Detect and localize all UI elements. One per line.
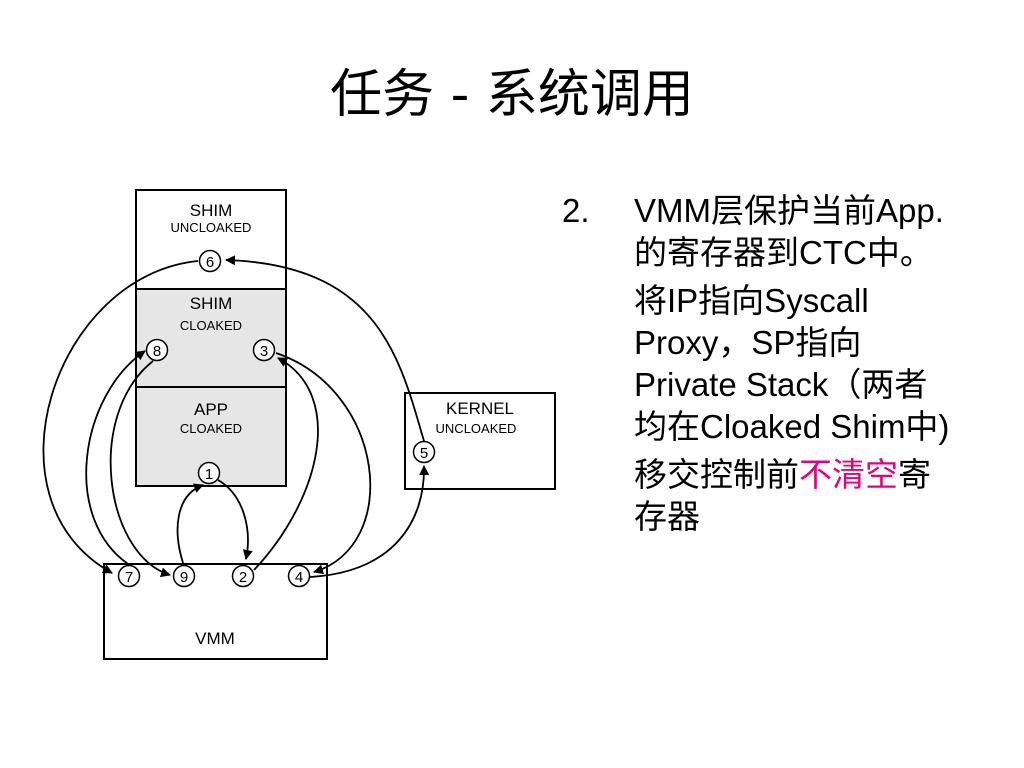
item-line-2: 的寄存器到CTC中。 [634,234,933,271]
para3-line-2: 存器 [634,498,700,535]
shim-cloaked-box: SHIM CLOAKED [135,288,287,388]
shim-uncloaked-name: SHIM [190,201,233,220]
arrow-9-to-1 [176,483,204,567]
svg-text:6: 6 [206,254,214,271]
step-7-marker: 7 [117,564,141,588]
list-item-body: VMM层保护当前App. 的寄存器到CTC中。 [634,190,1022,274]
svg-text:9: 9 [180,569,188,586]
step-6-marker: 6 [198,249,222,273]
flow-arrows [42,255,430,578]
step-4-marker: 4 [287,564,311,588]
arrow-8-to-9 [109,360,171,578]
arrow-7-to-8 [85,350,146,567]
step-5-marker: 5 [412,440,436,464]
step-9-marker: 9 [172,564,196,588]
shim-cloaked-name: SHIM [190,294,233,313]
svg-text:3: 3 [260,343,268,360]
vmm-name: VMM [195,629,235,648]
para2-line-1: 将IP指向Syscall [634,282,869,319]
para2-line-4: 均在Cloaked Shim中) [634,408,950,445]
shim-uncloaked-box: SHIM UNCLOAKED [135,189,287,290]
list-item-number: 2. [562,192,590,229]
arrow-5-to-6 [225,255,425,442]
svg-text:8: 8 [153,343,161,360]
highlight-text: 不清空 [799,456,898,493]
kernel-uncloaked-box: KERNEL UNCLOAKED [404,392,556,490]
arrow-6-to-7 [42,260,199,574]
slide-content: 2. VMM层保护当前App. 的寄存器到CTC中。 将IP指向Syscall … [562,190,1022,538]
arrow-4-to-5 [309,465,430,578]
arrow-2-to-3 [253,357,319,571]
arrow-1-to-2 [217,479,253,560]
svg-text:4: 4 [295,569,303,586]
kernel-state: UNCLOAKED [436,421,517,436]
svg-text:2: 2 [239,569,247,586]
paragraph-registers: 移交控制前不清空寄 存器 [634,454,1022,538]
para2-line-3: Private Stack（两者 [634,366,928,403]
step-2-marker: 2 [231,564,255,588]
shim-cloaked-state: CLOAKED [180,318,242,333]
kernel-name: KERNEL [446,399,514,418]
app-cloaked-name: APP [194,400,228,419]
list-item-2: 2. VMM层保护当前App. 的寄存器到CTC中。 [562,190,1022,274]
app-cloaked-state: CLOAKED [180,421,242,436]
arrow-3-to-4 [275,352,372,575]
step-8-marker: 8 [145,338,169,362]
svg-text:5: 5 [420,445,428,462]
para3-after: 寄 [898,456,931,493]
step-1-marker: 1 [197,461,221,485]
step-markers: 1 2 3 4 5 6 7 8 9 [117,249,436,588]
paragraph-ip-sp: 将IP指向Syscall Proxy，SP指向 Private Stack（两者… [634,280,1022,448]
para3-before: 移交控制前 [634,456,799,493]
para2-line-2: Proxy，SP指向 [634,324,862,361]
svg-text:7: 7 [125,569,133,586]
svg-text:1: 1 [205,466,213,483]
shim-uncloaked-state: UNCLOAKED [171,220,252,235]
slide-title: 任务 - 系统调用 [330,65,694,125]
item-line-1: VMM层保护当前App. [634,192,944,229]
step-3-marker: 3 [252,338,276,362]
